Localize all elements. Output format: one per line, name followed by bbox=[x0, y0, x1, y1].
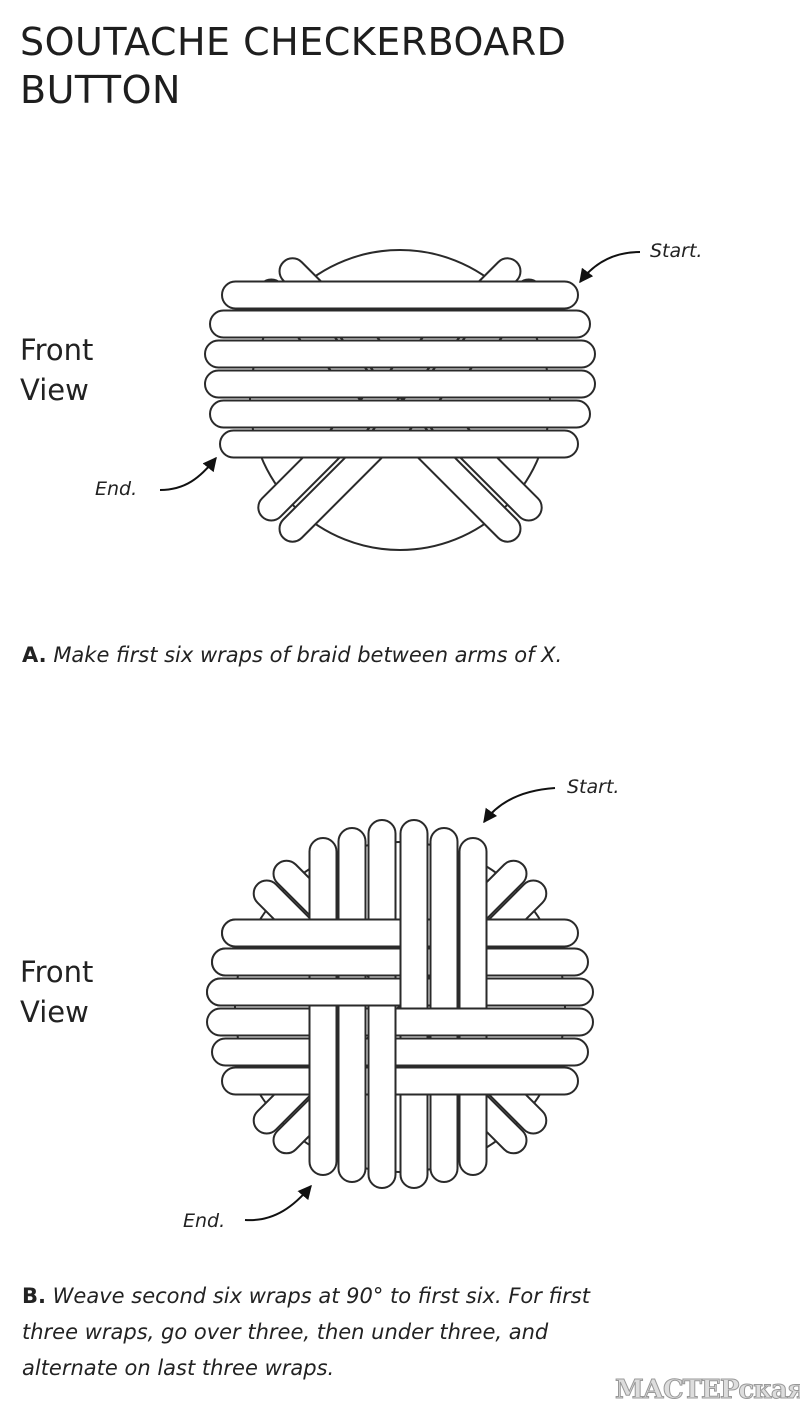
vertical-wrap-4 bbox=[399, 819, 429, 1189]
horizontal-wrap-5 bbox=[209, 399, 591, 429]
horizontal-wrap-6 bbox=[221, 1066, 579, 1096]
front-label-b: Front bbox=[20, 955, 94, 989]
page-title: SOUTACHE CHECKERBOARD BUTTON bbox=[20, 18, 566, 114]
horizontal-wrap-6 bbox=[219, 429, 579, 459]
start-arrow-a bbox=[579, 251, 641, 284]
caption-a-letter: A. bbox=[22, 643, 47, 667]
front-view-label-b: Front View bbox=[20, 952, 93, 1032]
caption-b: B. Weave second six wraps at 90° to firs… bbox=[22, 1278, 590, 1386]
front-view-label-a: Front View bbox=[20, 330, 93, 410]
end-label-a: End. bbox=[95, 478, 138, 500]
horizontal-wrap-3 bbox=[204, 339, 596, 369]
horizontal-wrap-overlap-2 bbox=[211, 947, 398, 977]
vertical-wrap-6 bbox=[458, 837, 488, 1176]
title-line-2: BUTTON bbox=[20, 68, 181, 112]
horizontal-wrap-overlap-1 bbox=[221, 918, 398, 948]
horizontal-wrap-5 bbox=[211, 1037, 589, 1067]
end-arrow-a bbox=[159, 456, 217, 491]
view-label-a: View bbox=[20, 373, 89, 407]
caption-a-text: Make first six wraps of braid between ar… bbox=[53, 643, 563, 667]
front-label-a: Front bbox=[20, 333, 94, 367]
caption-b-line-3: alternate on last three wraps. bbox=[22, 1356, 335, 1380]
horizontal-wrap-1 bbox=[221, 280, 579, 310]
horizontal-wrap-2 bbox=[209, 309, 591, 339]
start-label-b: Start. bbox=[567, 776, 620, 798]
horizontal-wrap-overlap-3 bbox=[206, 977, 398, 1007]
caption-b-line-2: three wraps, go over three, then under t… bbox=[22, 1320, 549, 1344]
caption-b-line-1: Weave second six wraps at 90° to first s… bbox=[52, 1284, 590, 1308]
caption-a: A. Make first six wraps of braid between… bbox=[22, 637, 562, 673]
end-label-b: End. bbox=[183, 1210, 226, 1232]
start-label-a: Start. bbox=[650, 240, 703, 262]
caption-b-letter: B. bbox=[22, 1284, 46, 1308]
figure-a-drawing bbox=[204, 249, 596, 551]
title-line-1: SOUTACHE CHECKERBOARD bbox=[20, 20, 567, 64]
vertical-wrap-5 bbox=[429, 827, 459, 1183]
start-arrow-b bbox=[483, 787, 556, 824]
horizontal-wrap-4 bbox=[204, 369, 596, 399]
figure-b-drawing bbox=[206, 819, 594, 1189]
watermark-logo: МАСТЕРская bbox=[614, 1375, 800, 1406]
view-label-b: View bbox=[20, 995, 89, 1029]
horizontal-wrap-4 bbox=[206, 1007, 594, 1037]
end-arrow-b bbox=[244, 1184, 312, 1222]
